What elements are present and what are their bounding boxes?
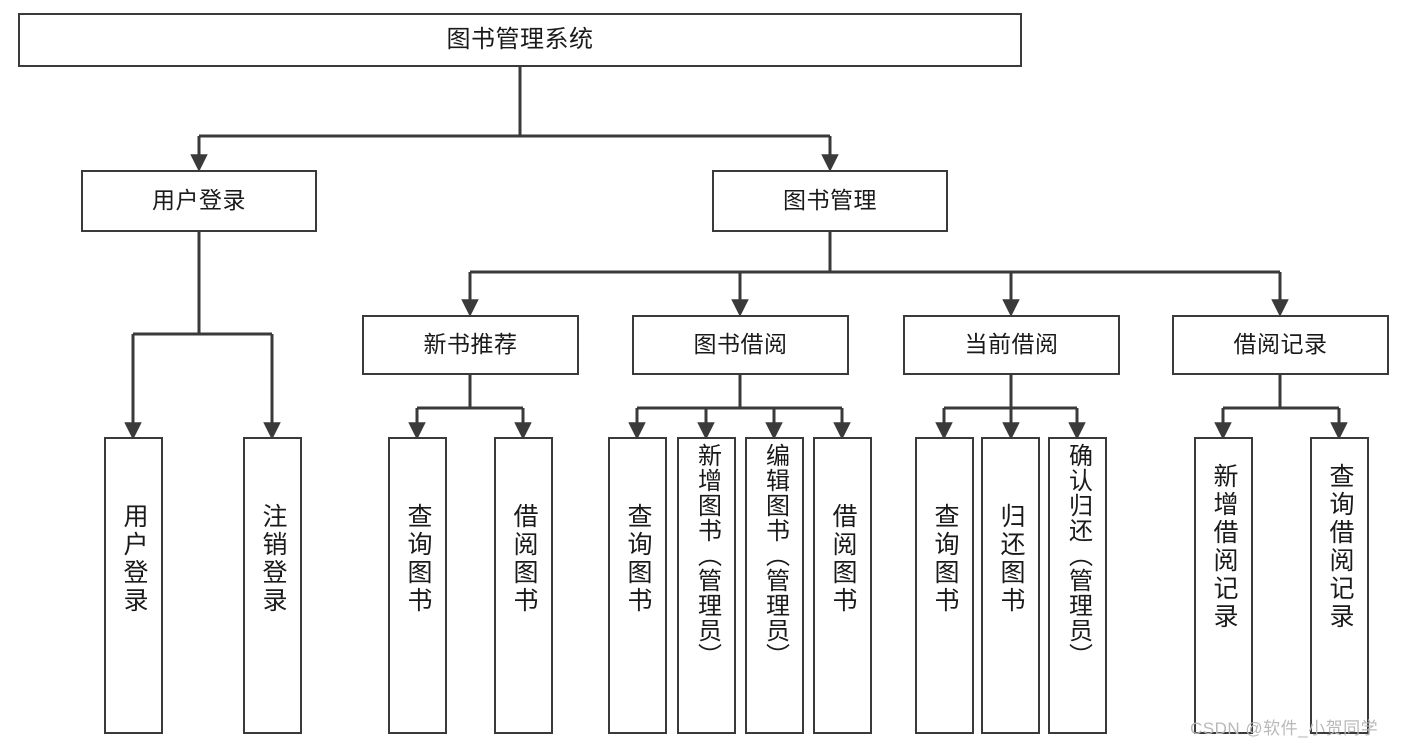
- node-leaf-add-book-label: 新增图书（管理员）: [693, 443, 721, 668]
- node-new-book-recommend[interactable]: 新书推荐: [362, 315, 579, 375]
- node-borrow-record-label: 借阅记录: [1233, 331, 1328, 358]
- node-root-system[interactable]: 图书管理系统: [18, 13, 1022, 67]
- node-leaf-confirm-return-label: 确认归还（管理员）: [1064, 443, 1092, 668]
- node-leaf-borrow-book-borrow-label: 借阅图书: [829, 503, 857, 615]
- node-new-book-recommend-label: 新书推荐: [423, 331, 518, 358]
- node-user-login-label: 用户登录: [152, 187, 246, 214]
- node-leaf-user-login[interactable]: 用户登录: [104, 437, 163, 734]
- node-leaf-edit-book-label: 编辑图书（管理员）: [761, 443, 789, 668]
- node-leaf-add-book[interactable]: 新增图书（管理员）: [677, 437, 736, 734]
- csdn-watermark: CSDN @软件_小贺同学: [1190, 719, 1379, 738]
- node-leaf-query-book-new-label: 查询图书: [404, 503, 432, 615]
- node-leaf-return-book-label: 归还图书: [997, 503, 1025, 615]
- node-current-borrow-label: 当前借阅: [964, 331, 1059, 358]
- node-leaf-query-record-label: 查询借阅记录: [1326, 463, 1354, 631]
- node-leaf-return-book[interactable]: 归还图书: [981, 437, 1040, 734]
- node-leaf-query-book-new[interactable]: 查询图书: [388, 437, 447, 734]
- node-book-borrow-label: 图书借阅: [693, 331, 788, 358]
- node-leaf-query-book-borrow[interactable]: 查询图书: [608, 437, 667, 734]
- node-leaf-borrow-book-borrow[interactable]: 借阅图书: [813, 437, 872, 734]
- node-leaf-query-book-borrow-label: 查询图书: [624, 503, 652, 615]
- node-current-borrow[interactable]: 当前借阅: [903, 315, 1120, 375]
- node-leaf-add-record-label: 新增借阅记录: [1210, 463, 1238, 631]
- node-borrow-record[interactable]: 借阅记录: [1172, 315, 1389, 375]
- node-book-manage-label: 图书管理: [783, 187, 877, 214]
- node-leaf-query-book-current-label: 查询图书: [931, 503, 959, 615]
- node-leaf-query-book-current[interactable]: 查询图书: [915, 437, 974, 734]
- node-leaf-borrow-book-new[interactable]: 借阅图书: [494, 437, 553, 734]
- node-leaf-confirm-return[interactable]: 确认归还（管理员）: [1048, 437, 1107, 734]
- node-leaf-add-record[interactable]: 新增借阅记录: [1194, 437, 1253, 734]
- node-leaf-user-login-label: 用户登录: [120, 503, 148, 615]
- node-user-login[interactable]: 用户登录: [81, 170, 317, 232]
- node-book-manage[interactable]: 图书管理: [712, 170, 948, 232]
- node-leaf-logout-login[interactable]: 注销登录: [243, 437, 302, 734]
- node-book-borrow[interactable]: 图书借阅: [632, 315, 849, 375]
- node-leaf-query-record[interactable]: 查询借阅记录: [1310, 437, 1369, 734]
- node-leaf-logout-login-label: 注销登录: [259, 503, 287, 615]
- node-root-system-label: 图书管理系统: [446, 25, 594, 53]
- node-leaf-edit-book[interactable]: 编辑图书（管理员）: [745, 437, 804, 734]
- node-leaf-borrow-book-new-label: 借阅图书: [510, 503, 538, 615]
